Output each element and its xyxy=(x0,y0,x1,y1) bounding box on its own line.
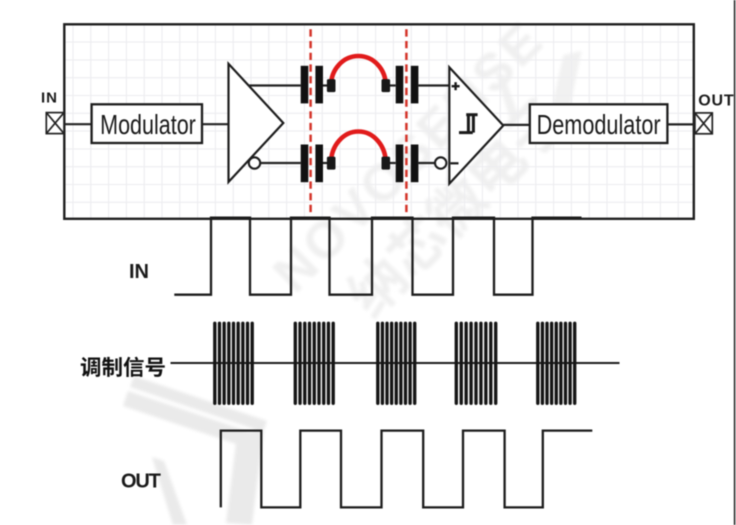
svg-text:IN: IN xyxy=(129,261,149,283)
svg-text:Demodulator: Demodulator xyxy=(537,109,661,140)
svg-text:IN: IN xyxy=(41,90,58,107)
svg-text:OUT: OUT xyxy=(121,470,161,492)
svg-text:OUT: OUT xyxy=(698,93,734,110)
svg-text:Modulator: Modulator xyxy=(100,109,196,140)
